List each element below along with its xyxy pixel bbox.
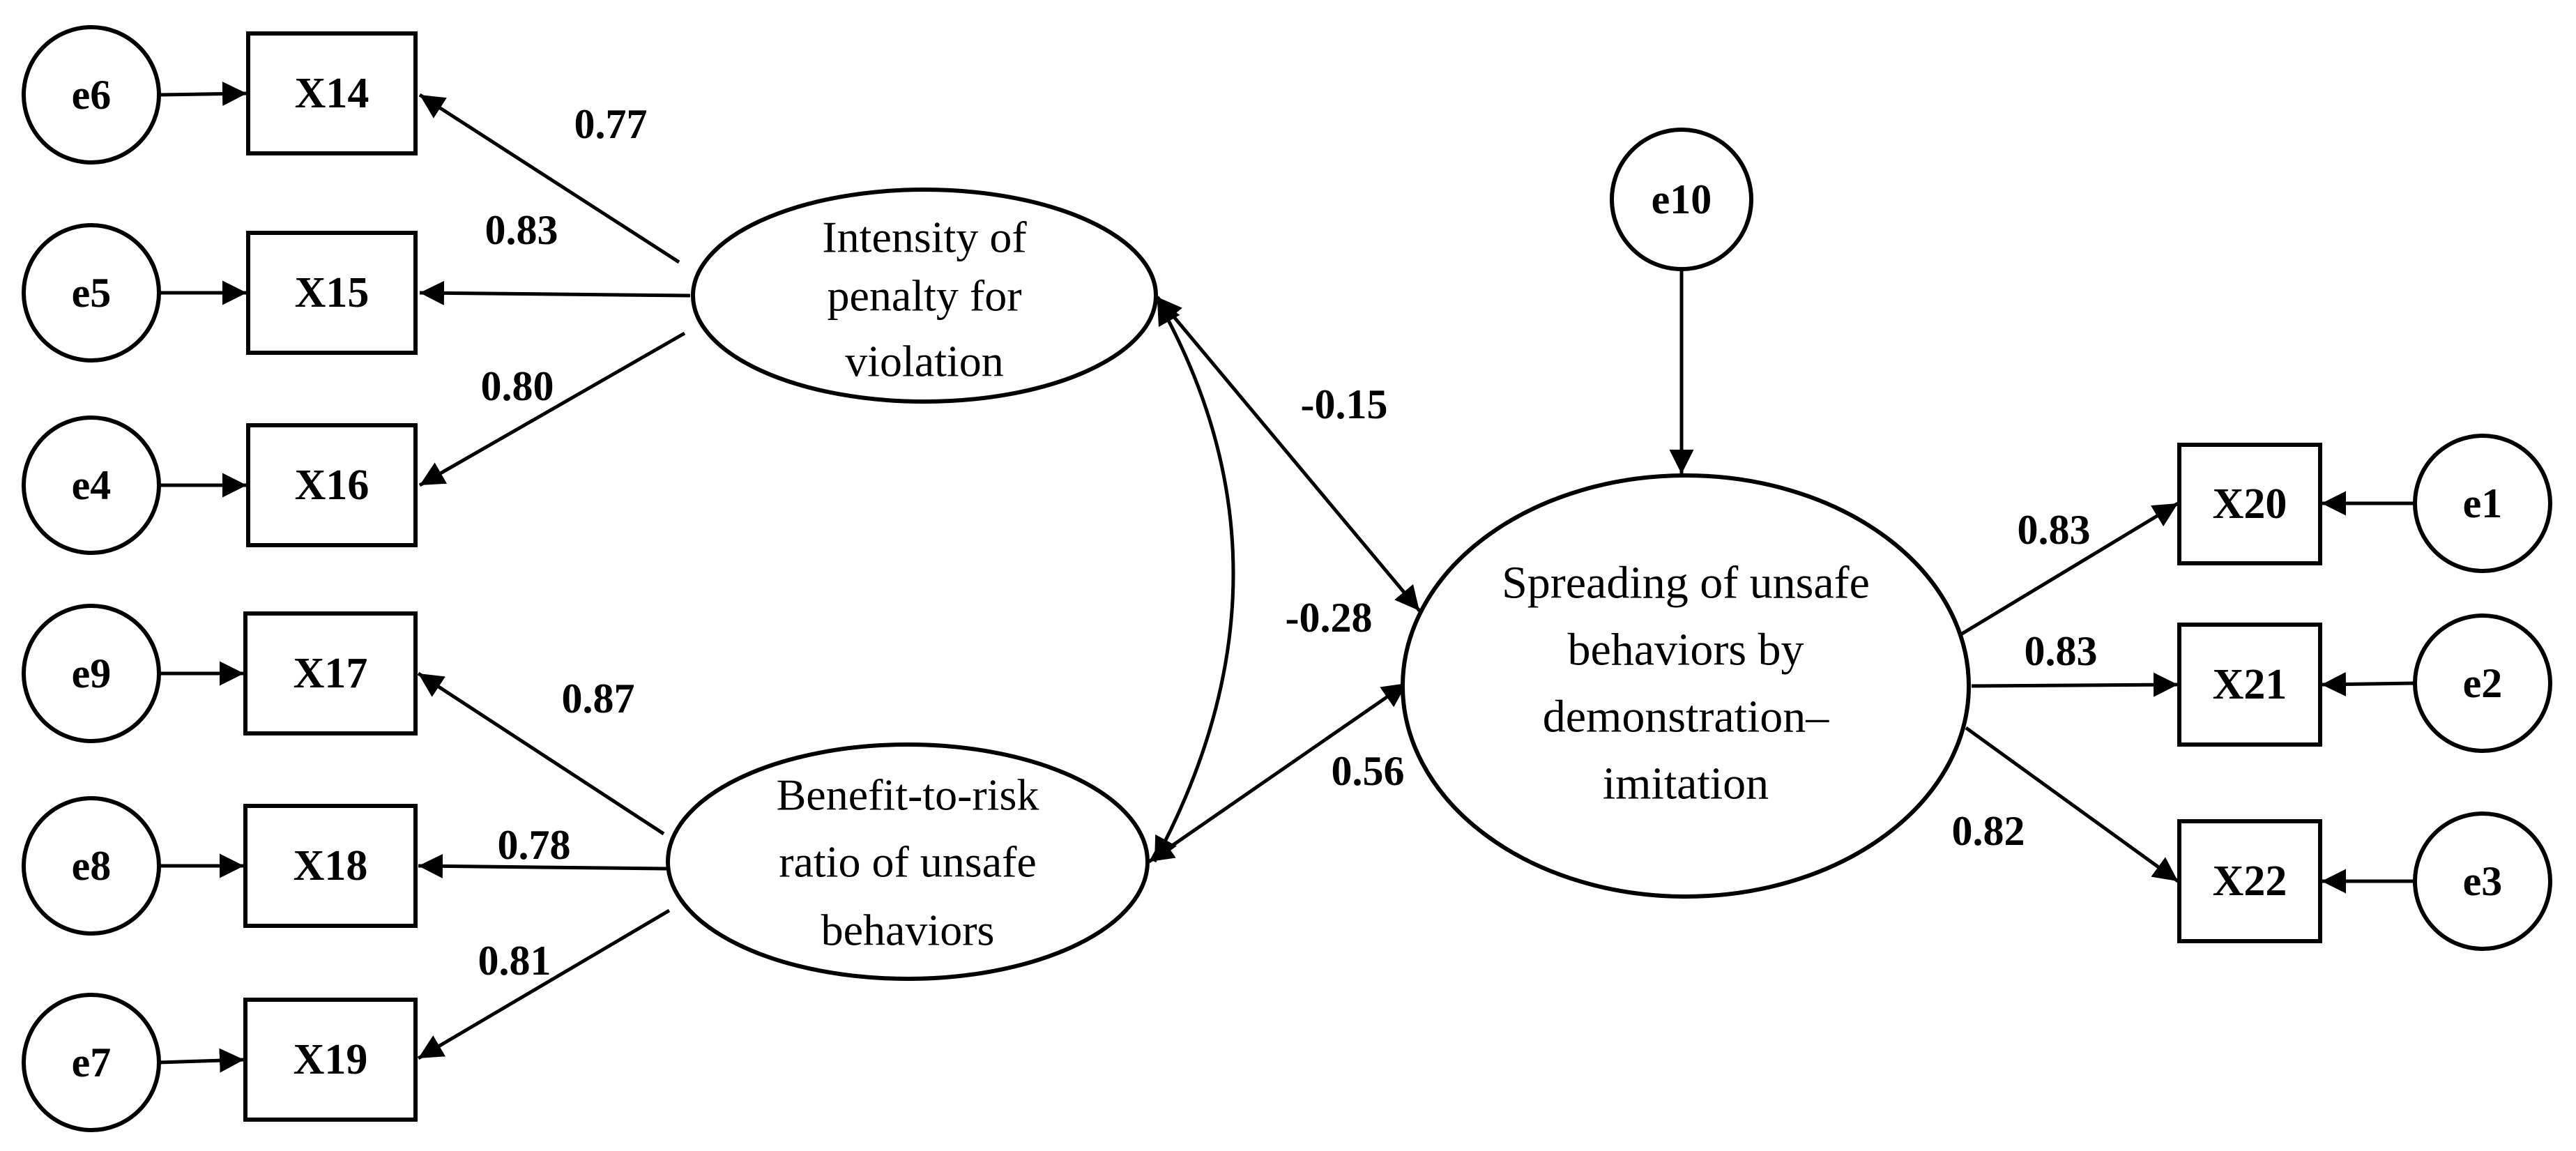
coef-benefit-x19: 0.81	[478, 938, 551, 984]
edge-spreading-x21	[1971, 672, 2179, 697]
indicator-x18: X18	[243, 804, 418, 928]
indicator-x19: X19	[243, 998, 418, 1122]
latent-benefit-line2: ratio of unsafe	[779, 837, 1037, 887]
coef-penalty-spreading: -0.15	[1301, 381, 1388, 427]
edge-e2-x21	[2321, 671, 2417, 696]
edge-penalty-spreading	[1156, 296, 1421, 612]
coef-benefit-x17: 0.87	[562, 676, 635, 722]
error-e4-label: e4	[72, 462, 112, 508]
edge-e7-x19	[158, 1048, 245, 1073]
indicator-x18-label: X18	[294, 842, 368, 890]
indicator-x19-label: X19	[294, 1036, 368, 1083]
error-e6-label: e6	[72, 72, 112, 118]
error-e9: e9	[22, 604, 161, 743]
latent-benefit-line1: Benefit-to-risk	[777, 770, 1039, 820]
latent-penalty-line3: violation	[845, 337, 1004, 386]
latent-penalty-line2: penalty for	[828, 271, 1022, 321]
edge-benefit-spreading	[1148, 681, 1408, 864]
latent-penalty-line1: Intensity of	[822, 213, 1027, 262]
indicator-x20-label: X20	[2213, 480, 2287, 528]
indicator-x16: X16	[246, 423, 418, 547]
latent-spreading-line3: demonstration–	[1543, 692, 1830, 742]
indicator-x20: X20	[2177, 443, 2322, 565]
edge-penalty-x14	[418, 93, 680, 264]
indicator-x14: X14	[246, 31, 418, 155]
indicator-x15: X15	[246, 231, 418, 355]
edge-e6-x14	[158, 82, 247, 107]
edge-spreading-x20	[1955, 501, 2179, 639]
coef-penalty-benefit: -0.28	[1286, 595, 1373, 641]
error-e8-label: e8	[72, 843, 112, 889]
edge-penalty-x16	[418, 331, 686, 487]
error-e5: e5	[22, 223, 161, 363]
latent-spreading-line2: behaviors by	[1567, 625, 1804, 676]
error-e9-label: e9	[72, 650, 112, 696]
error-e10: e10	[1610, 128, 1753, 271]
edge-benefit-x17	[417, 671, 665, 836]
edge-benefit-x19	[417, 908, 671, 1060]
indicator-x21-label: X21	[2213, 661, 2287, 708]
error-e5-label: e5	[72, 270, 112, 316]
indicator-x22-label: X22	[2213, 857, 2287, 905]
coef-benefit-x18: 0.78	[498, 822, 571, 868]
error-e3-label: e3	[2463, 858, 2503, 904]
indicator-x14-label: X14	[295, 70, 369, 117]
error-e7: e7	[22, 993, 161, 1132]
error-e7-label: e7	[72, 1039, 112, 1085]
coef-penalty-x15: 0.83	[485, 207, 558, 253]
error-e10-label: e10	[1652, 176, 1712, 222]
latent-spreading-line1: Spreading of unsafe	[1502, 558, 1870, 609]
edge-penalty-x15	[419, 280, 691, 305]
latent-benefit-line3: behaviors	[821, 906, 995, 955]
indicator-x16-label: X16	[295, 462, 369, 509]
error-e1: e1	[2413, 434, 2552, 573]
edge-spreading-x22	[1965, 726, 2179, 883]
latent-spreading: Spreading of unsafe behaviors by demonst…	[1401, 473, 1971, 899]
coef-benefit-spreading: 0.56	[1332, 748, 1405, 794]
latent-benefit: Benefit-to-risk ratio of unsafe behavior…	[666, 742, 1150, 981]
coef-spreading-x20: 0.83	[2018, 507, 2091, 553]
coef-spreading-x22: 0.82	[1952, 808, 2025, 854]
coef-spreading-x21: 0.83	[2025, 628, 2098, 674]
error-e2-label: e2	[2463, 660, 2503, 706]
coef-penalty-x16: 0.80	[481, 363, 554, 409]
indicator-x21: X21	[2177, 623, 2322, 747]
error-e1-label: e1	[2463, 480, 2503, 526]
indicator-x15-label: X15	[295, 269, 369, 317]
indicator-x22: X22	[2177, 819, 2322, 943]
coef-penalty-x14: 0.77	[574, 101, 648, 147]
edge-benefit-x18	[418, 853, 667, 878]
edge-penalty-benefit	[1152, 298, 1235, 863]
indicator-x17: X17	[243, 611, 418, 735]
indicator-x17-label: X17	[294, 650, 368, 697]
error-e8: e8	[22, 796, 161, 936]
error-e3: e3	[2413, 811, 2552, 951]
error-e6: e6	[22, 25, 161, 165]
latent-spreading-line4: imitation	[1603, 759, 1769, 809]
latent-penalty: Intensity of penalty for violation	[691, 188, 1158, 404]
error-e2: e2	[2413, 613, 2552, 753]
error-e4: e4	[22, 416, 161, 555]
